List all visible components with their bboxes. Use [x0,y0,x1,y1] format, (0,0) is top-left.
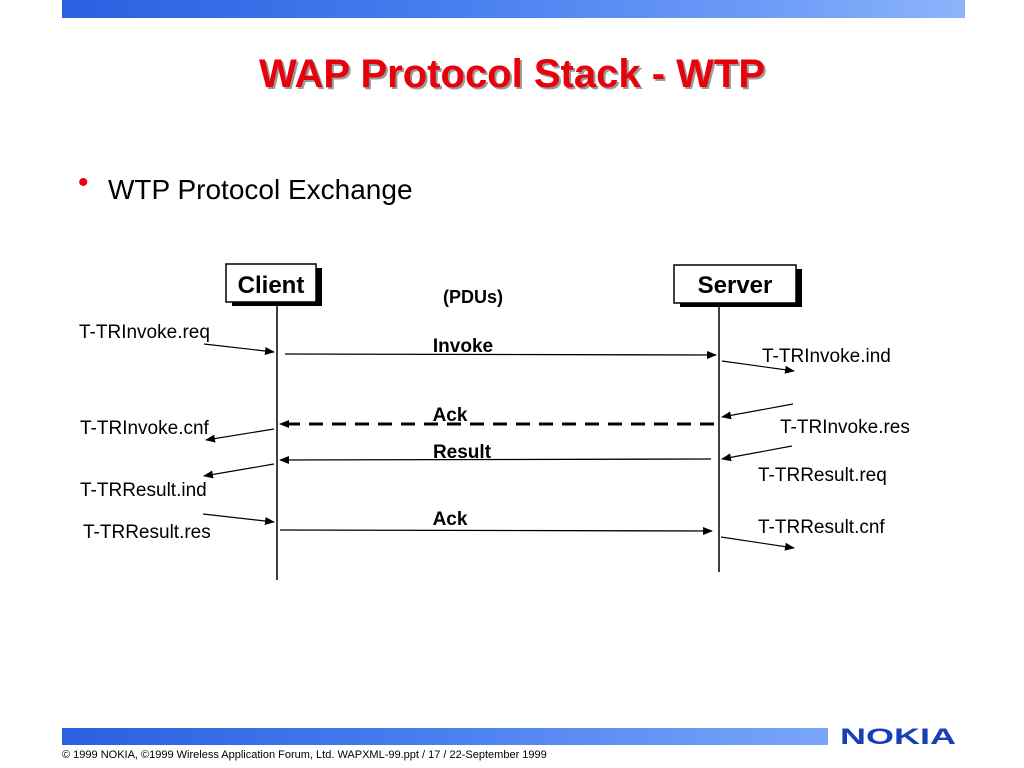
invoke-req-label: T-TRInvoke.req [79,322,210,343]
invoke-cnf-label: T-TRInvoke.cnf [80,418,210,439]
result-cnf-label: T-TRResult.cnf [758,517,885,538]
ack-arrow-2 [279,526,713,535]
result-label: Result [433,442,492,463]
invoke-ind-arrow [721,360,795,374]
top-decorative-bar [62,0,965,18]
slide-title: WAP Protocol Stack - WTP [259,52,765,96]
result-arrow [279,455,712,464]
client-label: Client [238,272,305,299]
invoke-res-label: T-TRInvoke.res [780,417,910,438]
server-box: Server [673,264,802,307]
invoke-ind-label: T-TRInvoke.ind [762,346,891,367]
result-ind-arrow [203,463,275,479]
nokia-logo: NOKIA [840,724,956,749]
result-req-label: T-TRResult.req [758,465,887,486]
bottom-decorative-bar [62,728,828,745]
client-box: Client [225,263,322,306]
server-label: Server [698,272,773,299]
invoke-arrow [284,350,717,359]
result-req-arrow [721,445,793,462]
invoke-res-arrow [721,403,794,420]
invoke-cnf-arrow [205,428,275,443]
result-ind-label: T-TRResult.ind [80,480,207,501]
bullet-marker: • [78,166,89,199]
nokia-logo-text: NOKIA [840,724,956,749]
ack-label-2: Ack [433,509,468,530]
result-res-label: T-TRResult.res [83,522,211,543]
ack-label-1: Ack [433,405,468,426]
footer-copyright: © 1999 NOKIA, ©1999 Wireless Application… [62,749,547,761]
result-res-arrow [202,513,275,525]
bullet-text: WTP Protocol Exchange [108,174,413,205]
invoke-label: Invoke [433,336,493,357]
result-cnf-arrow [720,536,795,551]
pdus-label: (PDUs) [443,287,503,307]
invoke-req-arrow [203,343,275,355]
